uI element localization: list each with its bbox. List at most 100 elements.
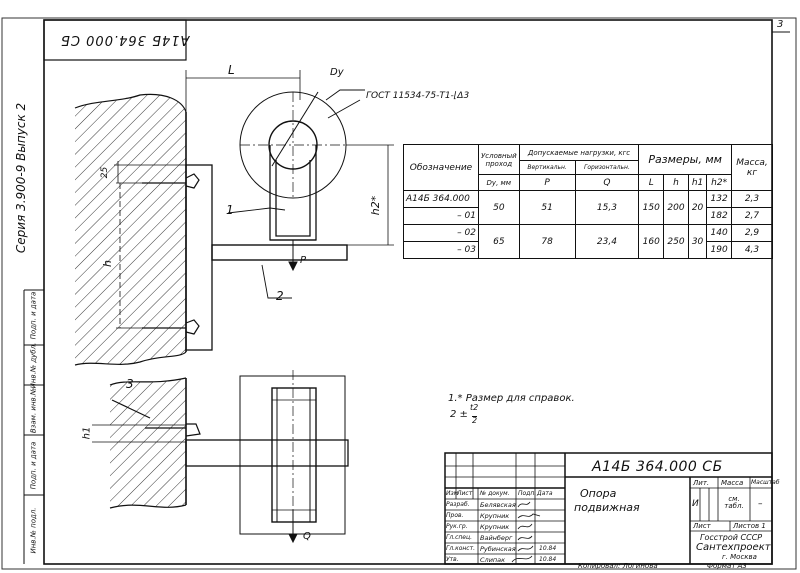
date-4: 10.84 — [539, 545, 557, 552]
leader-2-label: 2 — [276, 289, 284, 303]
anchor-lower — [111, 399, 201, 437]
product-name-2: подвижная — [574, 501, 640, 514]
th-dy: Dу, мм — [478, 174, 520, 191]
leaders-upper — [227, 89, 365, 299]
product-name-1: Опора — [580, 487, 617, 500]
cell-h: 200 — [663, 190, 689, 225]
corner-mark: 3 — [777, 19, 784, 30]
beam-upper — [211, 244, 348, 261]
title-block-lines — [444, 452, 773, 565]
cell-mass: 4,3 — [731, 241, 773, 259]
leader-3-label: 3 — [126, 377, 134, 391]
table-row: – 01 182 2,7 — [403, 207, 773, 225]
side-field-3: Взам. инв.№ — [29, 387, 38, 434]
th-vertical: Вертикальн. — [518, 160, 576, 175]
org-line-3: г. Москва — [722, 553, 757, 561]
th-L: L — [638, 174, 665, 191]
date-5: 10.84 — [539, 556, 557, 563]
cell-h: 250 — [663, 224, 689, 259]
gost-label: ГОСТ 11534-75-Т1-⌊Δ3 — [366, 91, 470, 101]
label-L: L — [228, 63, 235, 77]
dim-h2-lines — [346, 144, 394, 246]
side-field-1: Подп. и дата — [29, 291, 38, 340]
pipe-plan — [239, 370, 346, 540]
side-field-5: Инв.№ подл. — [29, 507, 38, 554]
format-label: Формат А3 — [707, 562, 747, 570]
cell-q: 23,4 — [574, 224, 640, 259]
leader-1-label: 1 — [226, 203, 234, 217]
sheet-label: Лист — [693, 522, 711, 530]
force-P-arrow — [288, 240, 298, 272]
lit-label: Лит. — [693, 479, 710, 487]
th-designation: Обозначение — [403, 144, 479, 191]
cell-h2: 190 — [706, 241, 732, 259]
spec-table: Обозначение Условный проход Допускаемые … — [403, 144, 773, 259]
wall-upper — [74, 93, 187, 366]
name-2: Крупник — [480, 523, 510, 531]
cell-dy: 50 — [478, 190, 520, 225]
copied-by: Копировал: Логинова — [578, 562, 658, 570]
note-2-denominator: 2 — [472, 416, 478, 425]
cell-designation: А14Б 364.000 — [403, 190, 479, 208]
col-izm: Изм — [446, 490, 459, 497]
anchor-bolts — [142, 173, 200, 335]
th-dims: Размеры, мм — [638, 144, 732, 175]
th-h1: h1 — [687, 174, 708, 191]
th-mass: Масса, кг — [731, 144, 773, 191]
cell-h2: 182 — [706, 207, 732, 225]
th-Q: Q — [574, 174, 640, 191]
side-field-4: Подп. и дата — [29, 441, 38, 490]
cell-h2: 132 — [706, 190, 732, 208]
base-plate — [185, 164, 213, 351]
dim-h2-label: h2* — [369, 195, 383, 216]
force-Q-arrow — [288, 510, 298, 544]
cell-dy: 65 — [478, 224, 520, 259]
cell-p: 78 — [518, 224, 576, 259]
cell-mass: 2,9 — [731, 224, 773, 242]
side-series-label: Серия 3.900-9 Выпуск 2 — [14, 102, 28, 254]
col-list: Лист — [457, 490, 473, 497]
role-3: Гл.спец. — [446, 534, 472, 541]
role-4: Гл.конст. — [446, 545, 476, 552]
side-strip — [23, 289, 45, 564]
th-loads: Допускаемые нагрузки, кгс — [518, 144, 640, 161]
th-horizontal: Горизонтальн. — [574, 160, 640, 175]
scale-label: Масштаб — [751, 479, 780, 486]
cell-h1: 20 — [687, 190, 708, 225]
dim-h1-lines — [92, 424, 186, 443]
cell-mass: 2,7 — [731, 207, 773, 225]
lit-value: И — [692, 499, 699, 509]
cell-designation: – 03 — [403, 241, 479, 259]
mass-label: Масса — [721, 479, 744, 487]
cell-h2: 140 — [706, 224, 732, 242]
th-P: P — [518, 174, 576, 191]
outer-border — [1, 17, 797, 570]
mass-value: см. табл. — [724, 495, 744, 510]
col-doc: № докум. — [480, 490, 510, 497]
force-P-label: P — [300, 255, 307, 266]
org-line-2: Сантехпроект — [696, 542, 771, 553]
name-4: Рубинская — [480, 545, 516, 553]
cell-l: 150 — [638, 190, 665, 225]
role-0: Разраб. — [446, 501, 470, 508]
note-1: 1.* Размер для справок. — [448, 393, 575, 404]
th-conditional: Условный проход — [478, 144, 520, 175]
cell-h1: 30 — [687, 224, 708, 259]
dim-h-lines — [114, 161, 198, 329]
dim-h1-label: h1 — [81, 426, 93, 440]
name-1: Крупник — [480, 512, 510, 520]
table-row: – 02 65 78 23,4 160 250 30 140 2,9 — [403, 224, 773, 259]
table-row: А14Б 364.000 50 51 15,3 150 200 20 132 2… — [403, 190, 773, 225]
name-3: Вайнберг — [480, 534, 513, 542]
pipe-section — [239, 91, 347, 199]
wall-lower — [109, 377, 187, 509]
col-date: Дата — [537, 490, 553, 497]
top-stamp-text: А14Б 364.000 СБ — [60, 32, 190, 47]
role-1: Пров. — [446, 512, 464, 519]
force-Q-label: Q — [303, 531, 311, 542]
cell-designation: – 02 — [403, 224, 479, 242]
cell-l: 160 — [638, 224, 665, 259]
dim-L-lines — [185, 70, 301, 112]
name-5: Слипак — [480, 556, 506, 564]
